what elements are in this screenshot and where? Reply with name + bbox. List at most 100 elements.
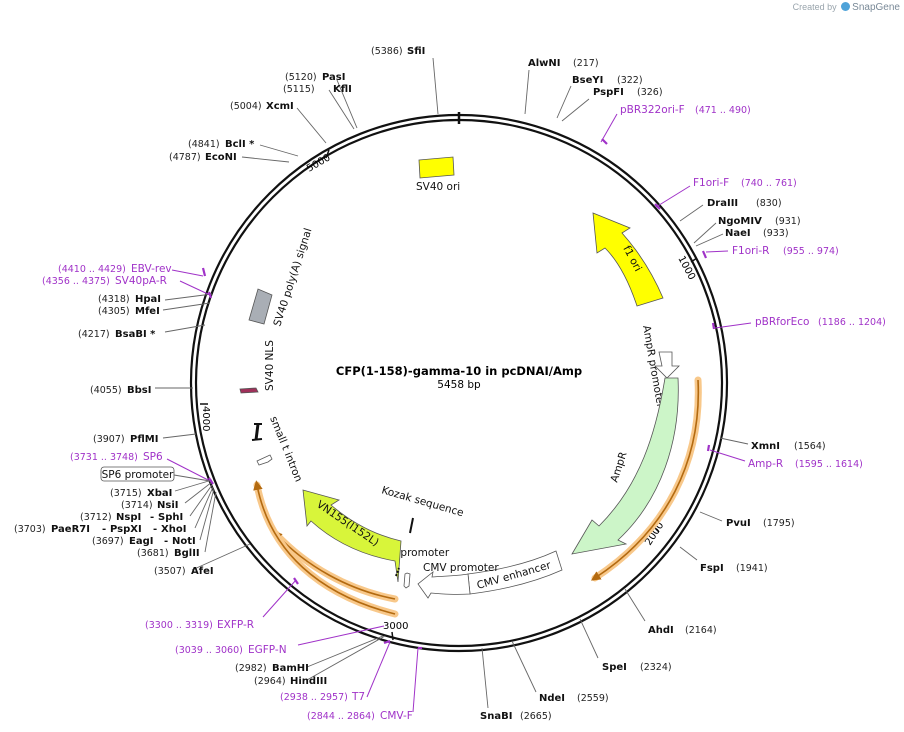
feature-label-sv40-ori: SV40 ori — [416, 181, 460, 193]
primer-range-egfp-n: (3039 .. 3060) — [175, 645, 243, 656]
enzyme-xhoi[interactable]: XhoI — [161, 524, 186, 535]
enzyme-sphi[interactable]: SphI — [158, 512, 183, 523]
enzyme-pos-pflmi: (3907) — [93, 434, 125, 445]
enzyme-fspi[interactable]: FspI — [700, 563, 724, 574]
feature-sv40-polya[interactable]: SV40 poly(A) signal — [248, 227, 315, 328]
enzyme-pos-draiii: (830) — [756, 198, 782, 209]
snapgene-logo-icon — [841, 2, 851, 11]
enzyme-pos-xcmi: (5004) — [230, 101, 262, 112]
primer-sv40pa-r[interactable]: SV40pA-R — [115, 275, 167, 287]
enzyme-sfii[interactable]: SfiI — [407, 46, 425, 57]
primer-t7[interactable]: T7 — [351, 691, 365, 703]
primer-range-cmv-f: (2844 .. 2864) — [307, 711, 375, 722]
primer-f1ori-f[interactable]: F1ori-F — [693, 177, 729, 189]
primer-ebv-rev[interactable]: EBV-rev — [131, 263, 172, 275]
enzyme-bbsi[interactable]: BbsI — [127, 385, 151, 396]
primer-cmv-f[interactable]: CMV-F — [380, 710, 413, 722]
primer-sp6[interactable]: SP6 — [143, 451, 163, 463]
enzyme-pspfi[interactable]: PspFI — [593, 87, 624, 98]
enzyme-bamhi[interactable]: BamHI — [272, 663, 309, 674]
enzyme-ngomiv[interactable]: NgoMIV — [718, 216, 762, 227]
enzyme-pos-xbai: (3715) — [110, 488, 142, 499]
enzyme-xcmi[interactable]: XcmI — [266, 101, 294, 112]
enzyme-pflmi[interactable]: PflMI — [130, 434, 158, 445]
enzyme-ndei[interactable]: NdeI — [539, 693, 565, 704]
enzyme-paer7i[interactable]: PaeR7I — [51, 524, 90, 535]
enzyme-bcli[interactable]: BclI * — [225, 139, 255, 150]
enzyme-hindiii[interactable]: HindIII — [290, 676, 327, 687]
enzyme-pos-hindiii: (2964) — [254, 676, 286, 687]
backbone — [189, 112, 729, 653]
feature-small-t-intron[interactable]: small t intron — [251, 415, 304, 484]
enzyme-ahdi[interactable]: AhdI — [648, 625, 674, 636]
enzyme-alwni[interactable]: AlwNI — [528, 58, 561, 69]
feature-f1-ori[interactable]: f1 ori — [592, 212, 664, 307]
enzyme-pos-bseyi: (322) — [617, 75, 643, 86]
feature-label-ampr: AmpR — [608, 450, 629, 484]
enzyme-xmni[interactable]: XmnI — [751, 441, 780, 452]
enzyme-pos-bsabi: (4217) — [78, 329, 110, 340]
enzyme-pos-pvui: (1795) — [763, 518, 795, 529]
enzyme-bglii[interactable]: BglII — [174, 548, 200, 559]
credit-prefix: Created by — [792, 2, 837, 12]
primer-range-pbr322ori-f: (471 .. 490) — [695, 105, 751, 116]
feature-sp6-promoter-arrow[interactable] — [256, 454, 273, 466]
feature-sv40-ori[interactable]: SV40 ori — [416, 156, 460, 193]
primer-egfp-n[interactable]: EGFP-N — [248, 644, 287, 656]
enzyme-pos-snabi: (2665) — [520, 711, 552, 722]
enzyme-pos-xmni: (1564) — [794, 441, 826, 452]
primer-exfp-r[interactable]: EXFP-R — [217, 619, 254, 631]
primer-amp-r[interactable]: Amp-R — [748, 458, 783, 470]
enzyme-econi[interactable]: EcoNI — [205, 152, 237, 163]
enzyme-naei[interactable]: NaeI — [725, 228, 751, 239]
primer-pbrforeco[interactable]: pBRforEco — [755, 316, 809, 328]
enzyme-pos-mfei: (4305) — [98, 306, 130, 317]
primer-range-amp-r: (1595 .. 1614) — [795, 459, 863, 470]
enzyme-pos-fspi: (1941) — [736, 563, 768, 574]
enzyme-pos-spei: (2324) — [640, 662, 672, 673]
enzyme-pos-econi: (4787) — [169, 152, 201, 163]
enzyme-hpai[interactable]: HpaI — [135, 294, 161, 305]
enzyme-nsii[interactable]: NsiI — [157, 500, 178, 511]
enzyme-spei[interactable]: SpeI — [602, 662, 627, 673]
enzyme-pspxi[interactable]: PspXI — [110, 524, 142, 535]
primer-f1ori-r[interactable]: F1ori-R — [732, 245, 769, 257]
enzyme-sep-4: - — [164, 536, 168, 547]
enzyme-pvui[interactable]: PvuI — [726, 518, 751, 529]
feature-cmv-promoter[interactable]: CMV promoter — [417, 562, 499, 599]
enzyme-bseyi[interactable]: BseYI — [572, 75, 603, 86]
tick-label-3000: 3000 — [383, 621, 408, 632]
enzyme-pos-paer7i: (3703) — [14, 524, 46, 535]
enzyme-pos-afei: (3507) — [154, 566, 186, 577]
enzyme-draiii[interactable]: DraIII — [707, 198, 738, 209]
feature-label-sv40-polya: SV40 poly(A) signal — [271, 227, 314, 328]
feature-label-kozak-sequence: Kozak sequence — [380, 484, 465, 519]
enzyme-pos-bamhi: (2982) — [235, 663, 267, 674]
primer-pbr322ori-f[interactable]: pBR322ori-F — [620, 104, 685, 116]
feature-sv40-nls[interactable]: SV40 NLS — [239, 340, 276, 394]
enzyme-xbai[interactable]: XbaI — [147, 488, 172, 499]
orf-ampr — [590, 376, 702, 582]
tick-label-4000: 4000 — [200, 406, 211, 431]
enzyme-pos-naei: (933) — [763, 228, 789, 239]
feature-label-small-t-intron: small t intron — [267, 415, 304, 484]
enzyme-pos-alwni: (217) — [573, 58, 599, 69]
enzyme-pos-ndei: (2559) — [577, 693, 609, 704]
feature-kozak-sequence[interactable]: Kozak sequence — [380, 484, 465, 534]
feature-sp6-promoter-label[interactable]: SP6 promoter — [100, 466, 211, 482]
enzyme-pos-ngomiv: (931) — [775, 216, 801, 227]
enzyme-pos-pspfi: (326) — [637, 87, 663, 98]
enzyme-pasi[interactable]: PasI — [322, 72, 345, 83]
enzyme-bsabi[interactable]: BsaBI * — [115, 329, 156, 340]
enzyme-snabi[interactable]: SnaBI — [480, 711, 512, 722]
enzyme-afei[interactable]: AfeI — [191, 566, 214, 577]
enzyme-kfli[interactable]: KflI — [333, 84, 352, 95]
enzyme-nspi[interactable]: NspI — [116, 512, 141, 523]
enzyme-sep-2: - — [102, 524, 106, 535]
orf-large — [253, 480, 399, 618]
credit-brand: SnapGene — [852, 2, 900, 13]
enzyme-mfei[interactable]: MfeI — [135, 306, 160, 317]
enzyme-eagi[interactable]: EagI — [129, 536, 153, 547]
enzyme-noti[interactable]: NotI — [172, 536, 196, 547]
